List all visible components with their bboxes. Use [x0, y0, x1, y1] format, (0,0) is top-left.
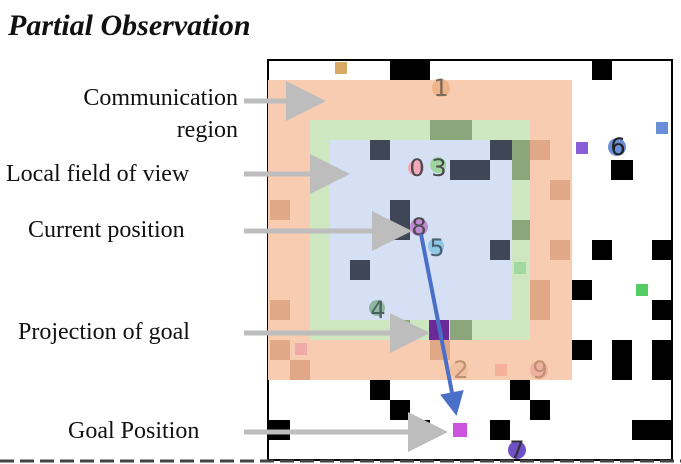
label-current-position: Current position: [28, 217, 185, 243]
agent-circle-2: [450, 361, 468, 379]
obstacles-in-view: [350, 140, 512, 280]
label-communication-region: Communication region: [20, 82, 238, 146]
agent-circle-1: [432, 79, 450, 97]
agent-circle-4: [369, 300, 385, 316]
goal-direction-arrow: [419, 233, 464, 416]
obstacles-faded-comm: [270, 140, 570, 380]
goal-marker-purple: [576, 142, 588, 154]
agent-label-9: 9: [532, 356, 547, 384]
agent-circle-9: [530, 361, 548, 379]
goal-marker-salmon: [495, 364, 507, 376]
agent-label-0: 0: [409, 154, 424, 182]
diagram-title: Partial Observation: [8, 9, 251, 42]
agent-label-6: 6: [610, 133, 625, 161]
goal-marker-pink: [295, 343, 307, 355]
goal-marker-tan: [335, 62, 347, 74]
label-local-fov: Local field of view: [6, 161, 190, 187]
agent-circle-0: [408, 160, 424, 176]
agent-circle-5: [428, 238, 444, 254]
agent-circle-3: [430, 157, 446, 173]
label-goal-position: Goal Position: [68, 418, 200, 444]
label-projection-of-goal: Projection of goal: [18, 319, 190, 345]
label-communication-line1: Communication: [83, 85, 238, 111]
agent-label-1: 1: [433, 74, 448, 102]
agent-label-8: 8: [411, 213, 426, 241]
goal-marker-blue: [656, 122, 668, 134]
agent-circle-8: [410, 218, 428, 236]
goal-marker-lightgreen: [514, 262, 526, 274]
goal-marker-green: [636, 284, 648, 296]
agent-circle-6: [608, 138, 626, 156]
goal-position: [453, 423, 467, 437]
agent-label-4: 4: [370, 296, 385, 324]
label-communication-line2: region: [176, 117, 238, 143]
obstacles-faded-border: [390, 120, 530, 340]
agent-label-3: 3: [431, 154, 446, 182]
agent-label-2: 2: [453, 356, 468, 384]
agent-label-5: 5: [429, 234, 444, 262]
agent-label-7: 7: [509, 436, 524, 464]
agent-circle-7: [508, 441, 526, 459]
